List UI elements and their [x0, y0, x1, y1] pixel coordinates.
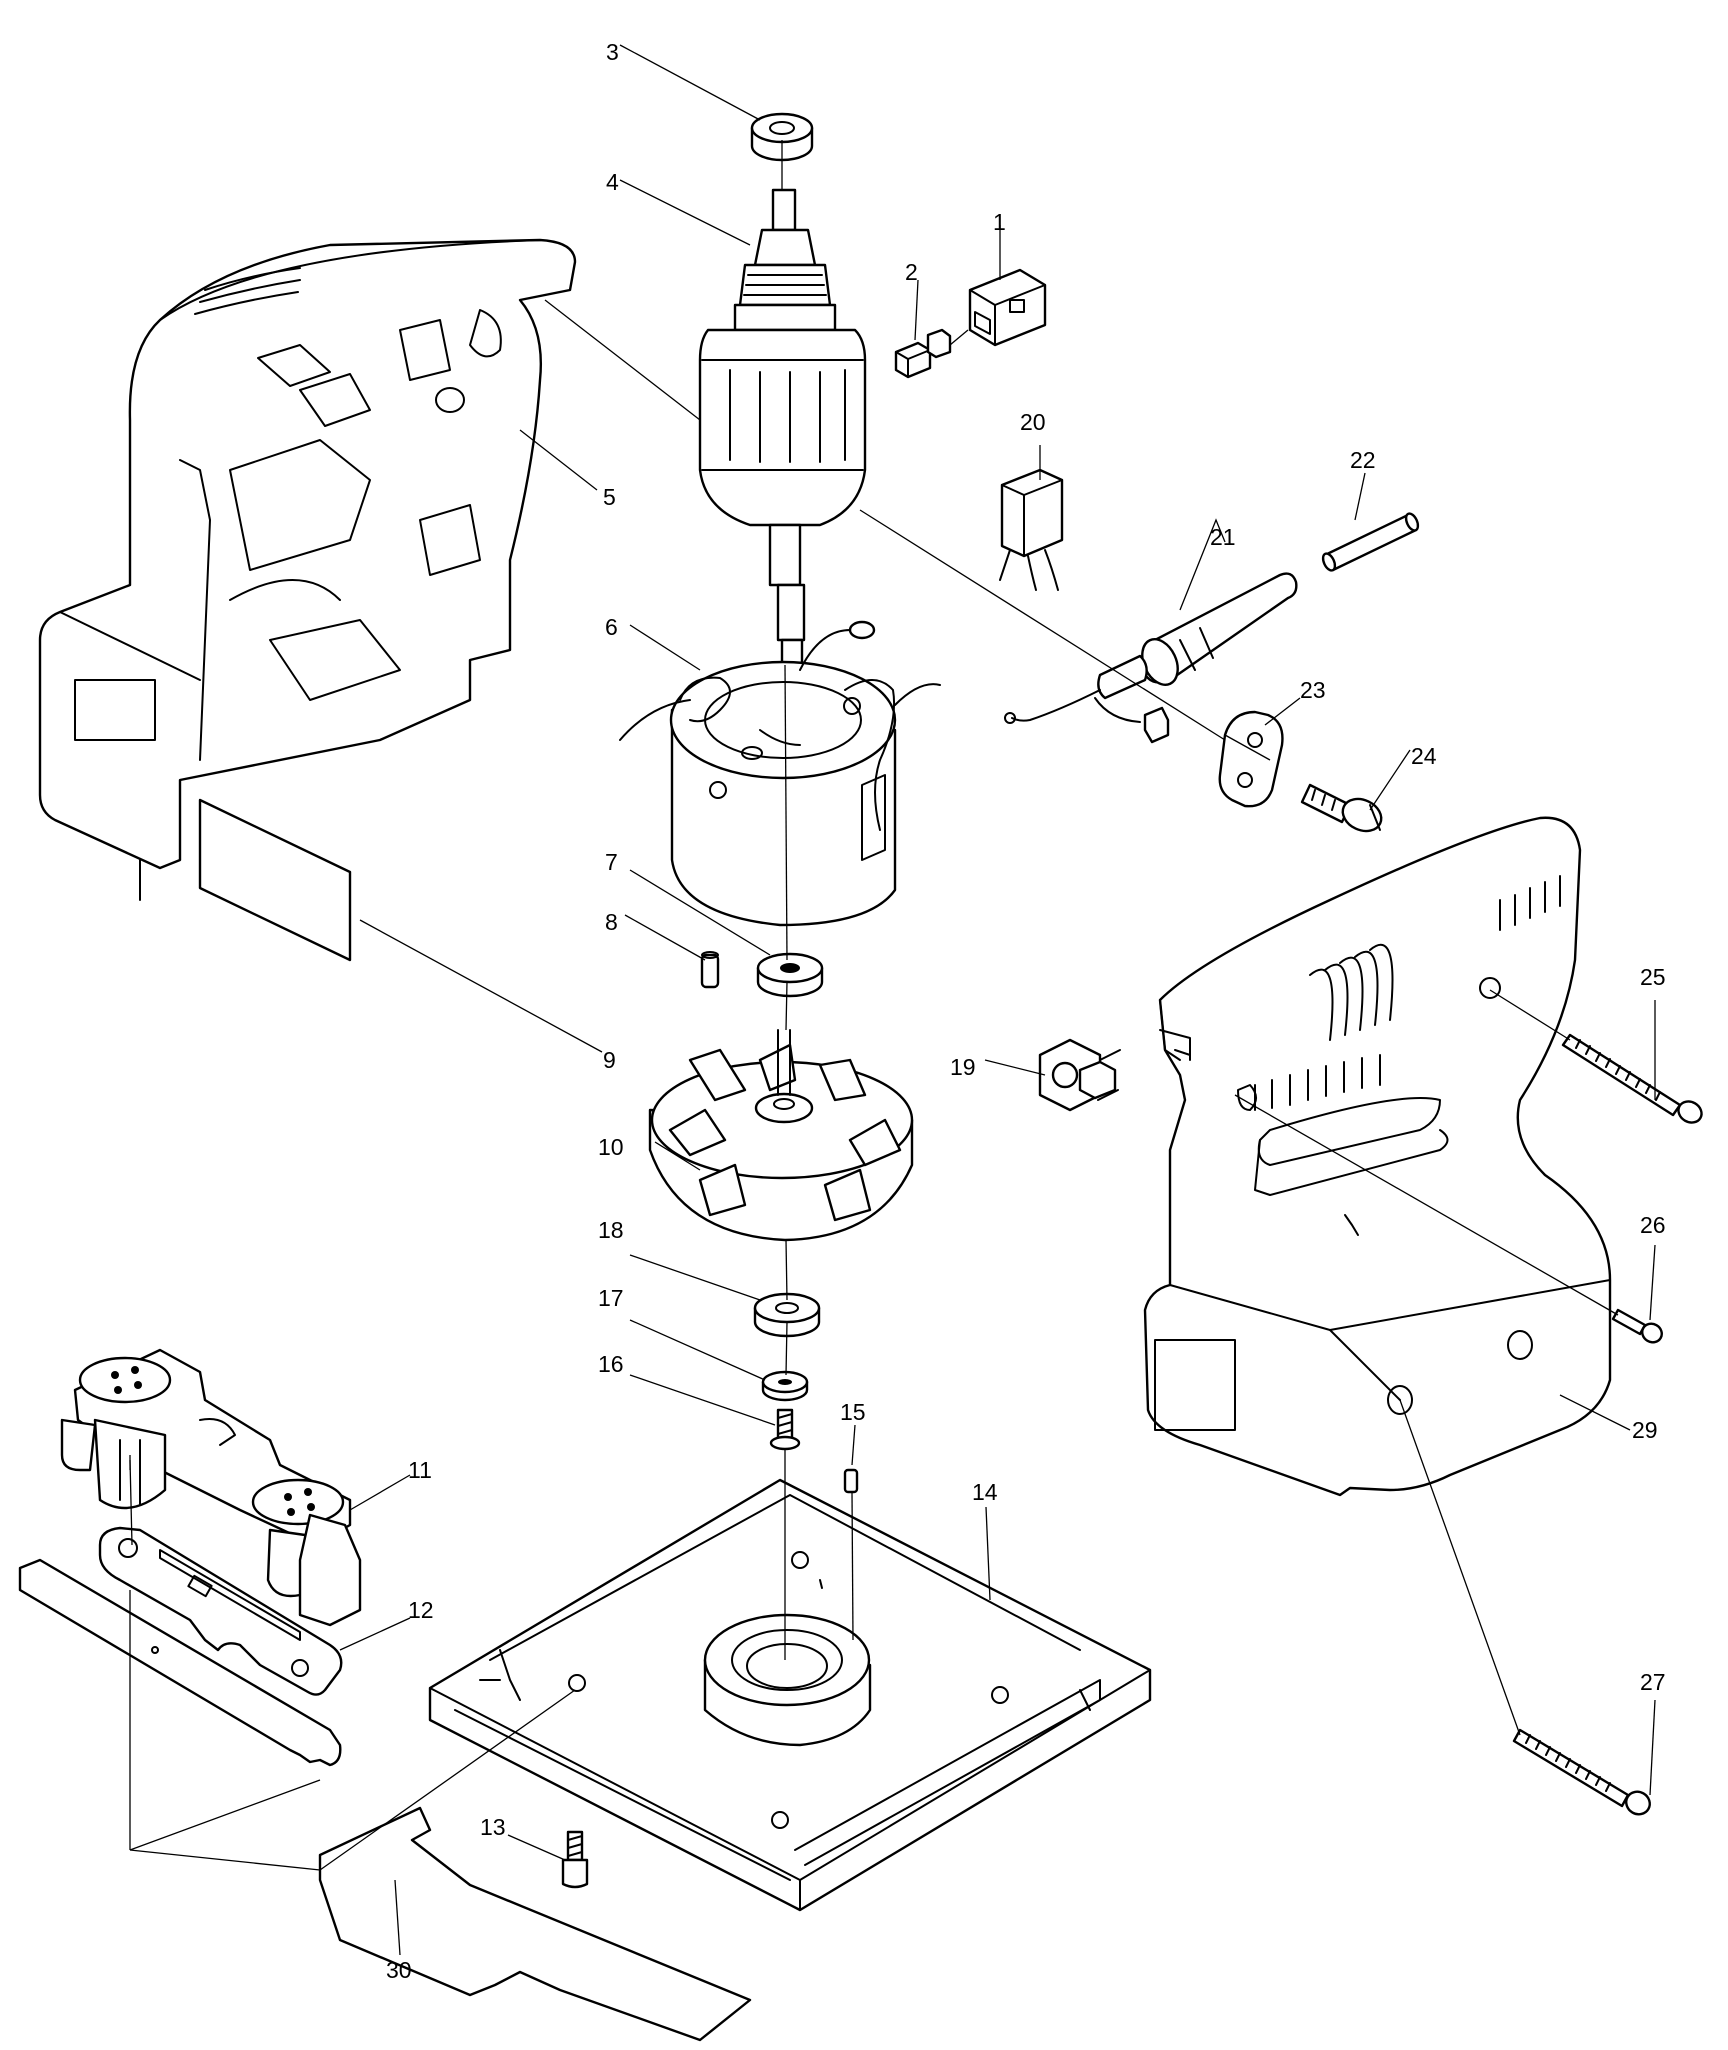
callout-4: 4 — [606, 169, 619, 195]
callout-19: 19 — [950, 1054, 976, 1080]
pin-part-15 — [843, 1468, 859, 1494]
callout-9: 9 — [603, 1047, 616, 1073]
callout-5: 5 — [603, 484, 616, 510]
pin-part-8 — [700, 951, 720, 989]
capacitor-part-20 — [999, 468, 1064, 591]
callout-24: 24 — [1411, 743, 1437, 769]
cord-guard-part-21 — [1004, 572, 1298, 744]
field-stator-part-6 — [619, 620, 941, 927]
washer-part-17 — [761, 1370, 809, 1402]
armature-part-4 — [698, 188, 867, 667]
screw-part-16 — [769, 1408, 801, 1451]
callout-20: 20 — [1020, 409, 1046, 435]
fan-part-10 — [648, 1029, 914, 1242]
callout-21: 21 — [1210, 524, 1236, 550]
callout-6: 6 — [605, 614, 618, 640]
callout-16: 16 — [598, 1351, 624, 1377]
screw-part-13 — [561, 1830, 589, 1889]
plate-part-12 — [98, 1526, 343, 1696]
carbon-brush-part-2 — [894, 328, 952, 379]
switch-part-19 — [1038, 1038, 1121, 1112]
housing-left-part-5 — [38, 238, 577, 901]
bracket-part-30 — [18, 1558, 342, 1767]
callout-11: 11 — [408, 1457, 432, 1483]
screw-part-24 — [1300, 783, 1383, 833]
leader-lines — [129, 44, 1656, 1956]
callout-30: 30 — [386, 1957, 412, 1983]
bearing-part-7 — [756, 952, 824, 998]
callout-3: 3 — [606, 39, 619, 65]
screw-part-27 — [1512, 1728, 1651, 1816]
brush-holder-part-1 — [968, 268, 1047, 347]
base-pad-part-14 — [428, 1478, 1152, 1912]
sanding-sheet-part-30 — [318, 1806, 752, 2042]
callout-8: 8 — [605, 909, 618, 935]
bearing-part-3 — [750, 112, 814, 162]
callout-12: 12 — [408, 1597, 434, 1623]
callout-23: 23 — [1300, 677, 1326, 703]
callout-29: 29 — [1632, 1417, 1658, 1443]
callout-14: 14 — [972, 1479, 998, 1505]
callout-18: 18 — [598, 1217, 624, 1243]
callout-2: 2 — [905, 259, 918, 285]
callout-15: 15 — [840, 1399, 866, 1425]
screw-part-26 — [1611, 1308, 1663, 1344]
housing-right-part-29 — [1143, 816, 1612, 1497]
callout-26: 26 — [1640, 1212, 1666, 1238]
balancer-part-11 — [60, 1348, 362, 1627]
nameplate-label-part-9 — [198, 798, 352, 962]
callout-1: 1 — [993, 209, 1006, 235]
callout-labels: 3 4 1 2 20 22 21 5 6 23 24 7 8 19 25 9 1… — [386, 39, 1666, 1983]
callout-17: 17 — [598, 1285, 624, 1311]
callout-25: 25 — [1640, 964, 1666, 990]
screw-part-25 — [1561, 1033, 1703, 1124]
power-cord-part-22 — [1321, 512, 1420, 572]
callout-27: 27 — [1640, 1669, 1666, 1695]
callout-7: 7 — [605, 849, 618, 875]
callout-10: 10 — [598, 1134, 624, 1160]
strain-relief-part-23 — [1218, 710, 1284, 808]
callout-13: 13 — [480, 1814, 506, 1840]
callout-22: 22 — [1350, 447, 1376, 473]
